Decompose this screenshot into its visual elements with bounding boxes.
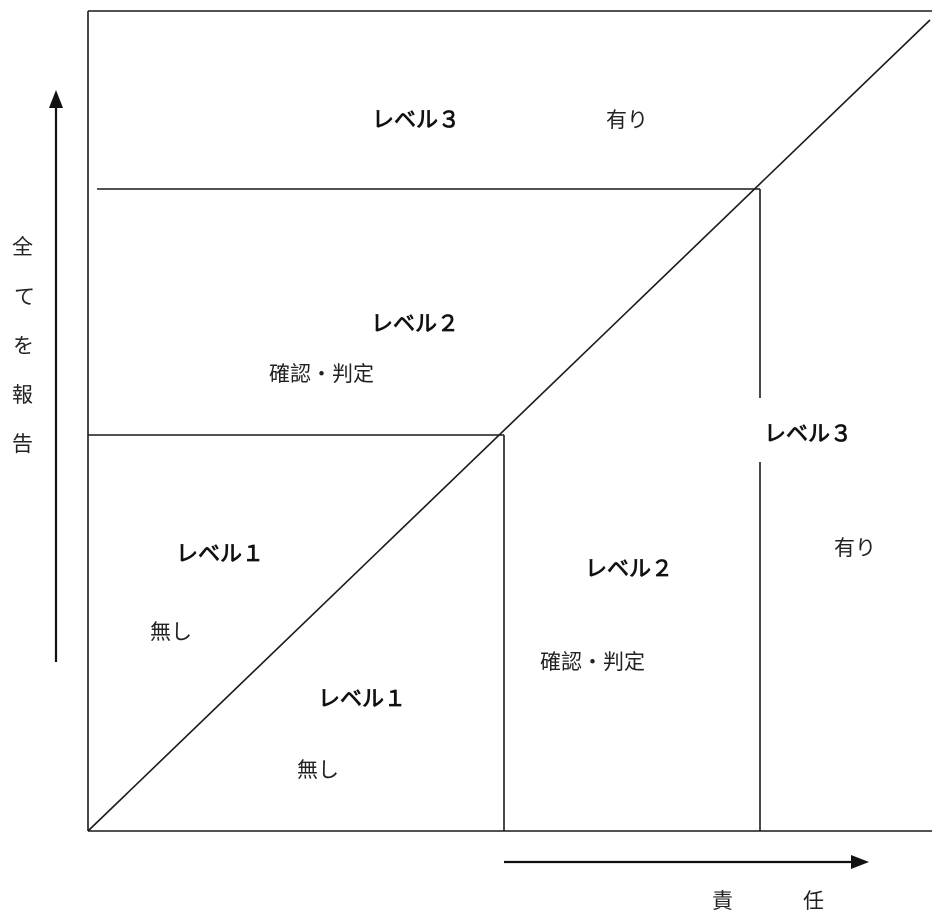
vertical-axis-label-char: を <box>13 334 34 358</box>
left-level2-title: レベル２ <box>371 312 459 337</box>
horizontal-axis-label-char: 責 <box>712 889 733 913</box>
right-level2-title: レベル２ <box>585 557 673 582</box>
horizontal-axis-label-char: 任 <box>803 889 824 913</box>
right-level2-desc: 確認・判定 <box>540 650 645 674</box>
right-level1-title: レベル１ <box>318 687 406 712</box>
vertical-axis-label-char: 全 <box>12 235 33 259</box>
arrow-right-icon <box>851 855 869 869</box>
vertical-axis-label-char: 報 <box>12 383 33 407</box>
left-level1-desc: 無し <box>150 620 192 644</box>
diagonal-divider <box>87 19 931 832</box>
vertical-axis-label-char: 告 <box>12 432 33 456</box>
right-level3-desc: 有り <box>834 536 876 560</box>
arrow-up-icon <box>49 90 63 108</box>
top-level3-title: レベル３ <box>372 108 460 133</box>
top-level3-desc: 有り <box>606 108 648 132</box>
right-level3-title: レベル３ <box>764 422 852 447</box>
left-level2-desc: 確認・判定 <box>269 362 374 386</box>
right-level1-desc: 無し <box>297 758 339 782</box>
vertical-axis-label-char: て <box>14 285 35 309</box>
left-level1-title: レベル１ <box>176 542 264 567</box>
